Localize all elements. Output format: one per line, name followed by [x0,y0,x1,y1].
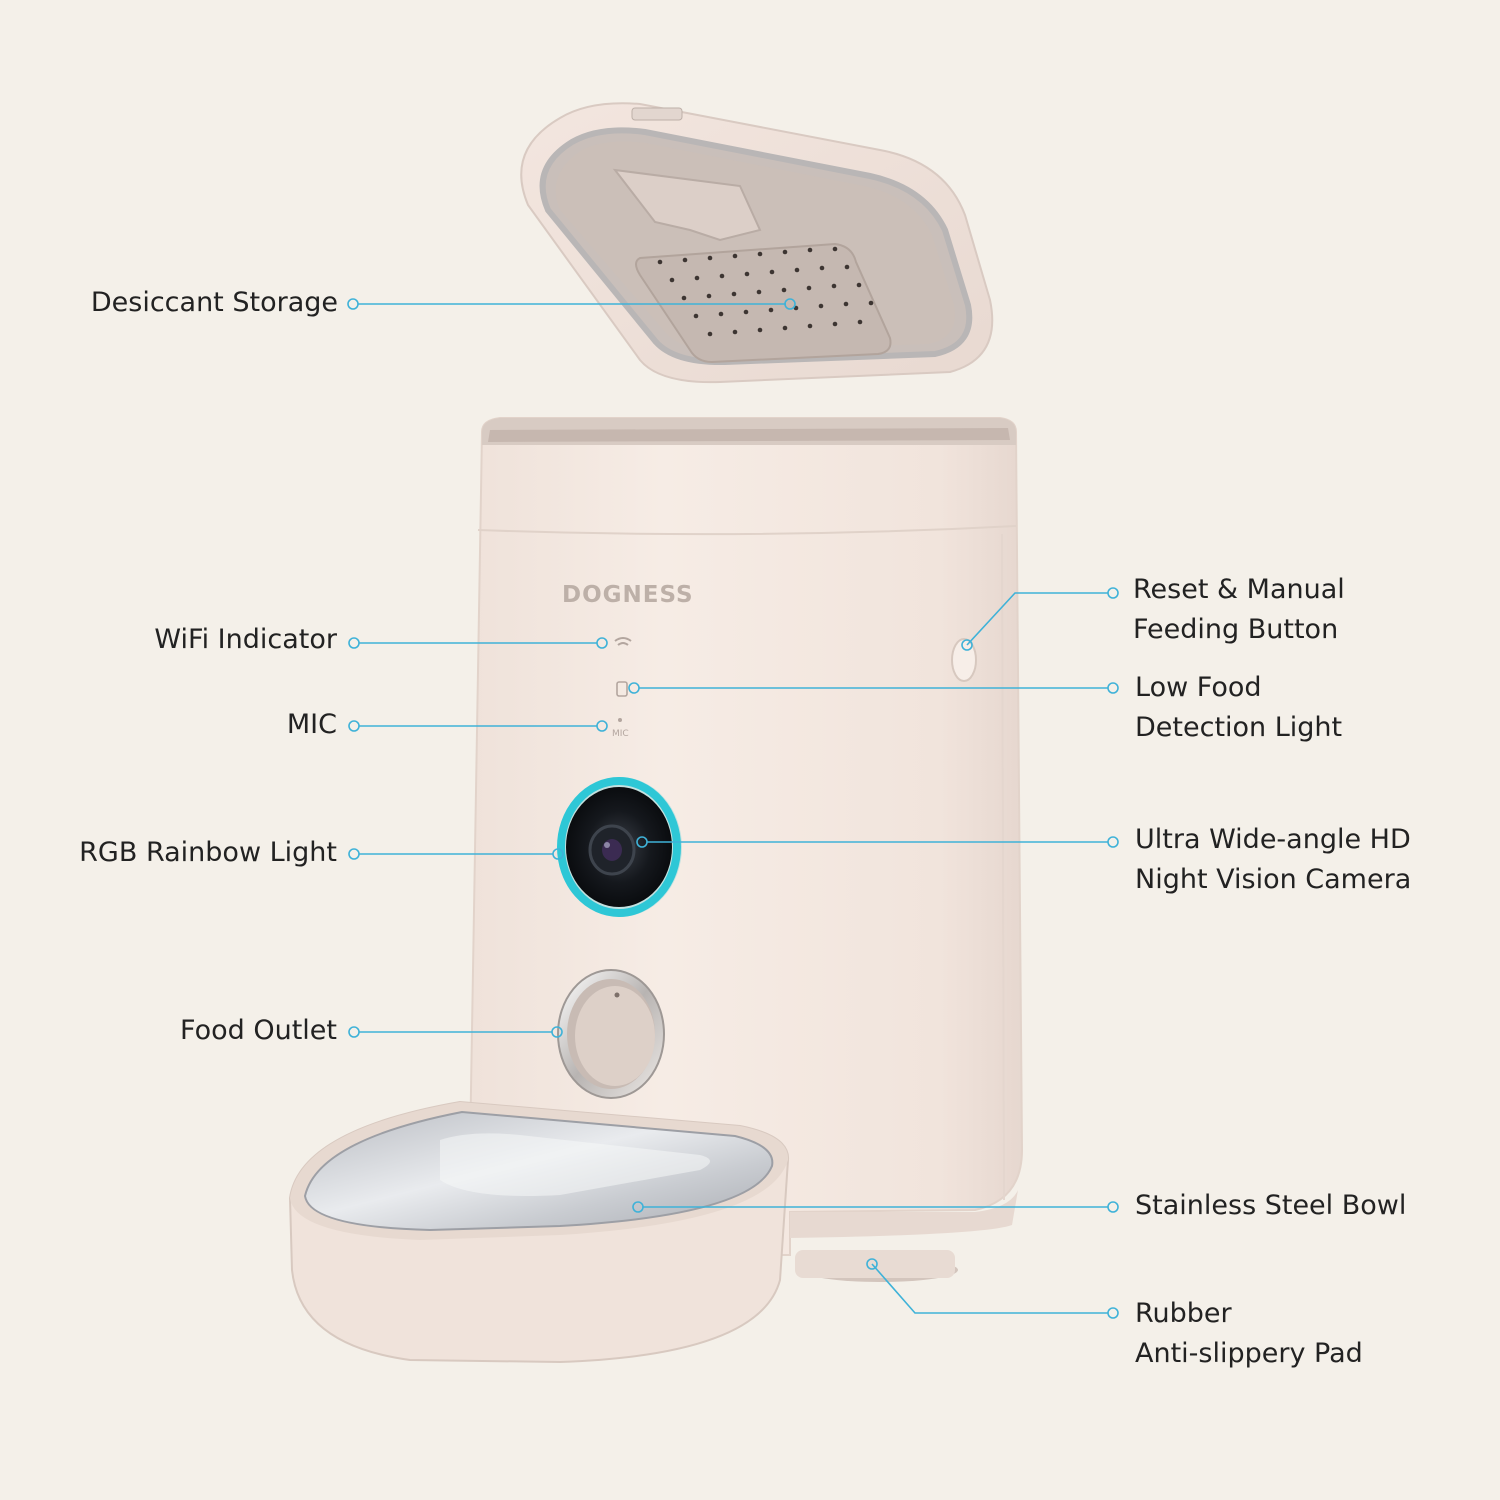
label-reset-manual-button: Reset & Manual Feeding Button [1133,570,1345,650]
label-camera-line-2: Night Vision Camera [1135,864,1412,895]
body-seam [477,525,1017,536]
label-rgb-rainbow-light: RGB Rainbow Light [79,837,337,868]
label-food-outlet: Food Outlet [180,1015,337,1046]
label-low-food-light: Low Food Detection Light [1135,668,1342,748]
low-food-icon [616,681,628,697]
label-rubber-pad: Rubber Anti-slippery Pad [1135,1294,1363,1374]
lid-clip [612,168,762,242]
wifi-icon [614,637,632,646]
label-rubber-line-1: Rubber [1135,1298,1232,1329]
label-camera-line-1: Ultra Wide-angle HD [1135,824,1411,855]
mic-hole [618,718,622,722]
label-wifi-indicator: WiFi Indicator [154,624,337,655]
label-low-food-line-1: Low Food [1135,672,1262,703]
camera-module [557,777,682,917]
rgb-ring [557,777,681,917]
callout-lines [347,298,1119,1319]
desiccant-vent [635,242,892,364]
label-rubber-line-2: Anti-slippery Pad [1135,1338,1363,1369]
label-reset-line-2: Feeding Button [1133,614,1339,645]
base [790,1190,1018,1238]
vent-holes [657,246,874,337]
label-desiccant-storage: Desiccant Storage [90,287,338,318]
label-camera: Ultra Wide-angle HD Night Vision Camera [1135,820,1411,900]
brand-logo: DOGNESS [562,582,694,608]
bowl [288,1100,790,1364]
label-steel-bowl: Stainless Steel Bowl [1135,1190,1407,1221]
mic-mark: MIC [612,729,629,739]
camera-lens [602,839,622,861]
label-reset-line-1: Reset & Manual [1133,574,1345,605]
label-low-food-line-2: Detection Light [1135,712,1343,743]
lid [520,102,994,384]
food-outlet [557,969,665,1099]
label-mic: MIC [286,709,337,740]
